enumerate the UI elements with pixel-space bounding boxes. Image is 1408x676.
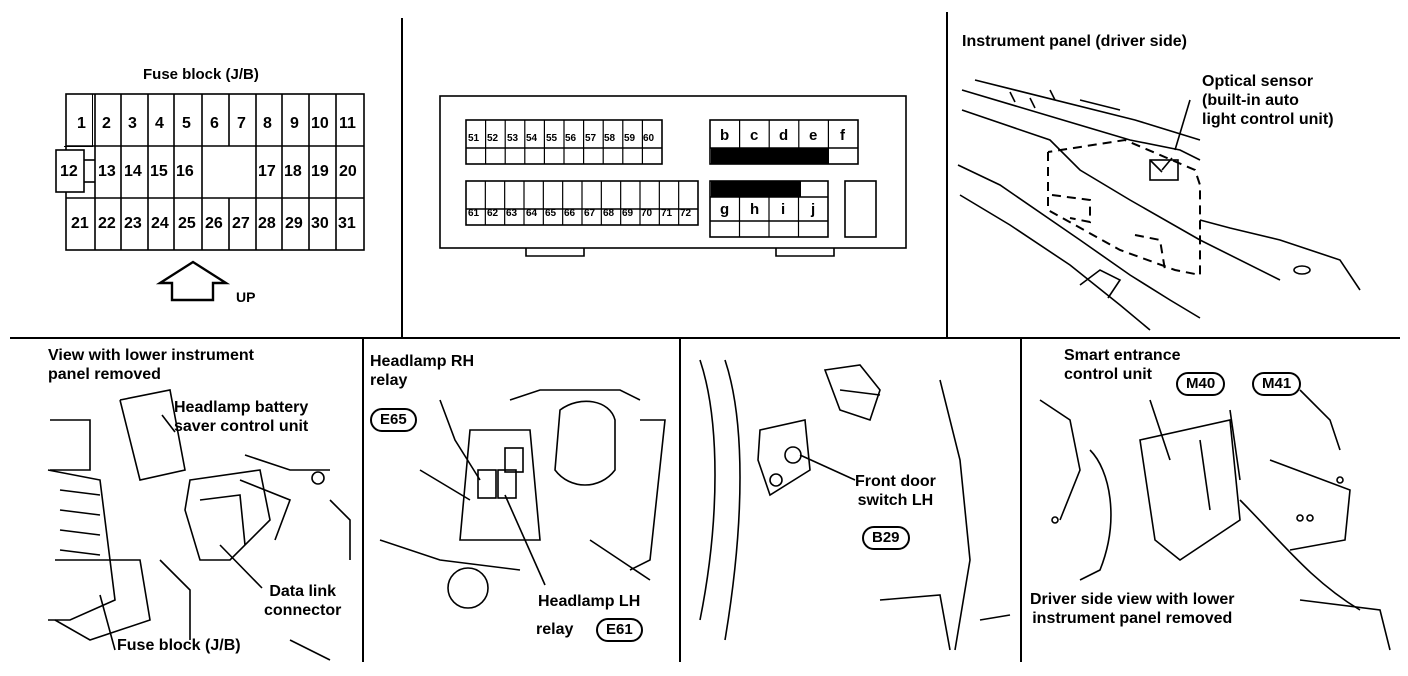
door-switch-label: Front door switch LH (855, 473, 936, 509)
relay-61: 61 (468, 208, 480, 219)
relay-h: h (750, 201, 760, 218)
fuse-3: 3 (128, 115, 137, 132)
relay-b: b (720, 127, 730, 144)
fuse-17: 17 (258, 163, 276, 180)
fuse-5: 5 (182, 115, 191, 132)
relay-52: 52 (487, 133, 499, 144)
fuse-31: 31 (338, 215, 356, 232)
fuse-27: 27 (232, 215, 250, 232)
relay-60: 60 (643, 133, 655, 144)
fuse-19: 19 (311, 163, 329, 180)
relay-59: 59 (624, 133, 636, 144)
relay-58: 58 (604, 133, 616, 144)
relay-51: 51 (468, 133, 480, 144)
fuse-13: 13 (98, 163, 116, 180)
relay-54: 54 (526, 133, 538, 144)
fuse-24: 24 (151, 215, 169, 232)
relay-69: 69 (622, 208, 634, 219)
fuse-28: 28 (258, 215, 276, 232)
relay-71: 71 (661, 208, 673, 219)
relay-64: 64 (526, 208, 538, 219)
relay-68: 68 (603, 208, 615, 219)
relay-70: 70 (641, 208, 653, 219)
fuse-9: 9 (290, 115, 299, 132)
relay-72: 72 (680, 208, 692, 219)
relay-53: 53 (507, 133, 519, 144)
relay-66: 66 (564, 208, 576, 219)
e65-connector-tag: E65 (370, 408, 417, 432)
fuse-22: 22 (98, 215, 116, 232)
smart-entrance-label: Smart entrance control unit (1064, 347, 1181, 383)
fuse-6: 6 (210, 115, 219, 132)
fuse-23: 23 (124, 215, 142, 232)
fuse-30: 30 (311, 215, 329, 232)
relay-i: i (781, 201, 786, 218)
fuse-20: 20 (339, 163, 357, 180)
relay-62: 62 (487, 208, 499, 219)
relay-e: e (809, 127, 818, 144)
fuse-14: 14 (124, 163, 142, 180)
m41-connector-tag: M41 (1252, 372, 1302, 396)
fuse-11: 11 (339, 115, 356, 132)
relay-c: c (750, 127, 759, 144)
fuse-4: 4 (155, 115, 164, 132)
relay-67: 67 (584, 208, 596, 219)
fuse-8: 8 (263, 115, 272, 132)
fuse-1: 1 (77, 115, 86, 132)
lh-relay-label: Headlamp LH (538, 593, 641, 610)
divider-v-bottom-2 (679, 337, 681, 662)
fuse-block-grid (64, 94, 93, 147)
fuse-2: 2 (102, 115, 111, 132)
fuse-21: 21 (71, 215, 89, 232)
relay-57: 57 (585, 133, 597, 144)
relay-63: 63 (506, 208, 518, 219)
divider-v-bottom-3 (1020, 337, 1022, 662)
rh-relay-label: Headlamp RH relay (370, 353, 475, 389)
divider-v-bottom-1 (362, 337, 364, 662)
divider-v-top-1 (401, 18, 403, 338)
relay-f: f (840, 127, 845, 144)
relay-d: d (779, 127, 789, 144)
relay-j: j (811, 201, 816, 218)
m40-connector-tag: M40 (1176, 372, 1226, 396)
relay-g: g (720, 201, 730, 218)
lower-panel-title: View with lower instrument panel removed (48, 347, 254, 383)
divider-v-top-2 (946, 12, 948, 338)
smart-entrance-caption: Driver side view with lower instrument p… (1030, 591, 1235, 627)
fuse-block-title: Fuse block (J/B) (143, 66, 259, 83)
fuse-12: 12 (60, 163, 78, 180)
fuse-block-callout: Fuse block (J/B) (117, 637, 241, 654)
optical-sensor-label: Optical sensor (built-in auto light cont… (1202, 73, 1334, 128)
fuse-25: 25 (178, 215, 196, 232)
divider-h-middle (10, 337, 1400, 339)
relay-65: 65 (545, 208, 557, 219)
fuse-26: 26 (205, 215, 223, 232)
fuse-15: 15 (150, 163, 168, 180)
lh-relay-label-2: relay (536, 621, 574, 638)
data-link-label: Data link connector (264, 583, 342, 619)
relay-55: 55 (546, 133, 558, 144)
up-arrow-label: UP (236, 289, 256, 305)
fuse-7: 7 (237, 115, 246, 132)
instrument-panel-title: Instrument panel (driver side) (962, 33, 1187, 50)
fuse-29: 29 (285, 215, 303, 232)
fuse-18: 18 (284, 163, 302, 180)
b29-connector-tag: B29 (862, 526, 910, 550)
fuse-10: 10 (311, 115, 329, 132)
relay-56: 56 (565, 133, 577, 144)
fuse-16: 16 (176, 163, 194, 180)
e61-connector-tag: E61 (596, 618, 643, 642)
battery-saver-label: Headlamp battery saver control unit (174, 399, 309, 435)
